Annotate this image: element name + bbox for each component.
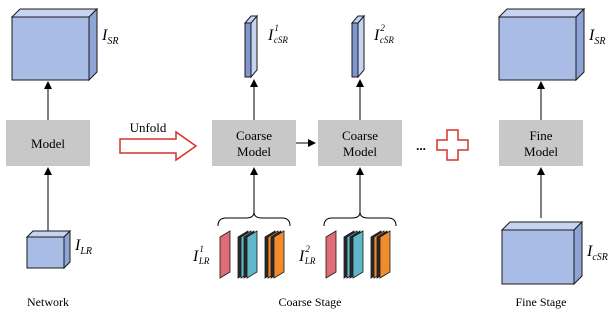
fine-sr-output-cube: [497, 7, 586, 82]
fine-stage-caption: Fine Stage: [516, 295, 567, 309]
coarse-input-1-slices: [219, 230, 285, 279]
fine-csr-input-label: IcSR: [586, 243, 608, 263]
brace-2: [323, 211, 397, 227]
fine-csr-input-cube: [500, 220, 584, 286]
coarse-model-2-line1: Coarse: [342, 128, 378, 143]
plus-icon: [436, 129, 469, 161]
coarse-output-1-plate: [243, 14, 259, 79]
coarse-model-1-line2: Model: [237, 144, 271, 159]
lr-input-cube: [25, 229, 72, 270]
coarse-stage-caption: Coarse Stage: [279, 295, 342, 309]
fine-model-block: [499, 120, 583, 166]
coarse-model-2-block: [318, 120, 402, 166]
model-block: [6, 120, 90, 166]
brace-1: [217, 211, 291, 227]
model-label: Model: [31, 136, 65, 151]
fine-model-line1: Fine: [529, 128, 552, 143]
sr-output-cube: [10, 7, 99, 82]
coarse-model-1-block: [212, 120, 296, 166]
ellipsis: ...: [416, 138, 426, 153]
fine-model-line2: Model: [524, 144, 558, 159]
lr-input-label: ILR: [74, 237, 92, 257]
unfold-label: Unfold: [130, 120, 167, 135]
coarse-output-2-plate: [350, 14, 366, 79]
coarse-model-1-line1: Coarse: [236, 128, 272, 143]
sr-output-label: ISR: [101, 27, 118, 47]
unfold-arrow: [119, 130, 198, 162]
network-caption: Network: [27, 295, 69, 309]
coarse-model-2-line2: Model: [343, 144, 377, 159]
coarse-input-2-slices: [325, 230, 391, 279]
fine-sr-output-label: ISR: [588, 27, 605, 47]
